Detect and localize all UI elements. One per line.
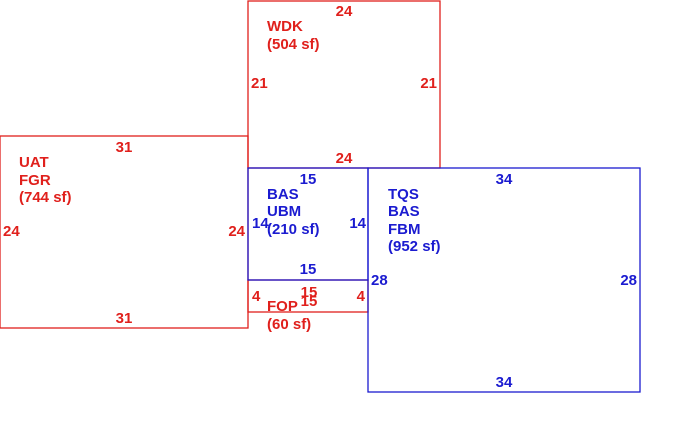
- bas-ubm-code-2: UBM: [267, 203, 301, 220]
- uat-dim-top: 31: [116, 139, 133, 156]
- wdk-code: WDK: [267, 18, 303, 35]
- area-fop: FOP (60 sf) 15 15 4 4: [247, 279, 369, 333]
- fop-code: FOP: [267, 298, 298, 315]
- uat-area: (744 sf): [19, 189, 72, 206]
- bas-ubm-dim-left: 14: [252, 215, 269, 232]
- fop-dim-bottom: 15: [301, 293, 318, 310]
- bas-ubm-code-1: BAS: [267, 186, 299, 203]
- uat-dim-left: 24: [3, 223, 20, 240]
- tqs-dim-bottom: 34: [496, 374, 513, 391]
- uat-code-2: FGR: [19, 172, 51, 189]
- uat-dim-bottom: 31: [116, 310, 133, 327]
- area-bas-ubm: BAS UBM (210 sf) 15 15 14 14: [247, 167, 369, 281]
- wdk-dim-left: 21: [251, 75, 268, 92]
- wdk-dim-top: 24: [336, 3, 353, 20]
- uat-code-1: UAT: [19, 154, 49, 171]
- area-wdk: WDK (504 sf) 24 24 21 21: [247, 0, 441, 169]
- tqs-code-3: FBM: [388, 221, 421, 238]
- fop-dim-left: 4: [252, 288, 261, 305]
- fop-dim-right: 4: [357, 288, 366, 305]
- wdk-dim-bottom: 24: [336, 150, 353, 167]
- fop-dim-top: 15: [301, 284, 318, 301]
- bas-ubm-dim-top: 15: [300, 171, 317, 188]
- bas-ubm-dim-right: 14: [349, 215, 366, 232]
- tqs-dim-top: 34: [496, 171, 513, 188]
- bas-ubm-area: (210 sf): [267, 221, 320, 238]
- tqs-area: (952 sf): [388, 238, 441, 255]
- tqs-dim-right: 28: [620, 272, 637, 289]
- bas-ubm-dim-bottom: 15: [300, 261, 317, 278]
- area-tqs: TQS BAS FBM (952 sf) 34 34 28 28: [367, 167, 641, 393]
- uat-dim-right: 24: [228, 223, 245, 240]
- tqs-outline: [367, 167, 641, 393]
- fop-area: (60 sf): [267, 316, 311, 333]
- wdk-area: (504 sf): [267, 36, 320, 53]
- tqs-code-2: BAS: [388, 203, 420, 220]
- wdk-dim-right: 21: [420, 75, 437, 92]
- area-uat: UAT FGR (744 sf) 31 31 24 24: [0, 135, 249, 329]
- tqs-dim-left: 28: [371, 272, 388, 289]
- tqs-code-1: TQS: [388, 186, 419, 203]
